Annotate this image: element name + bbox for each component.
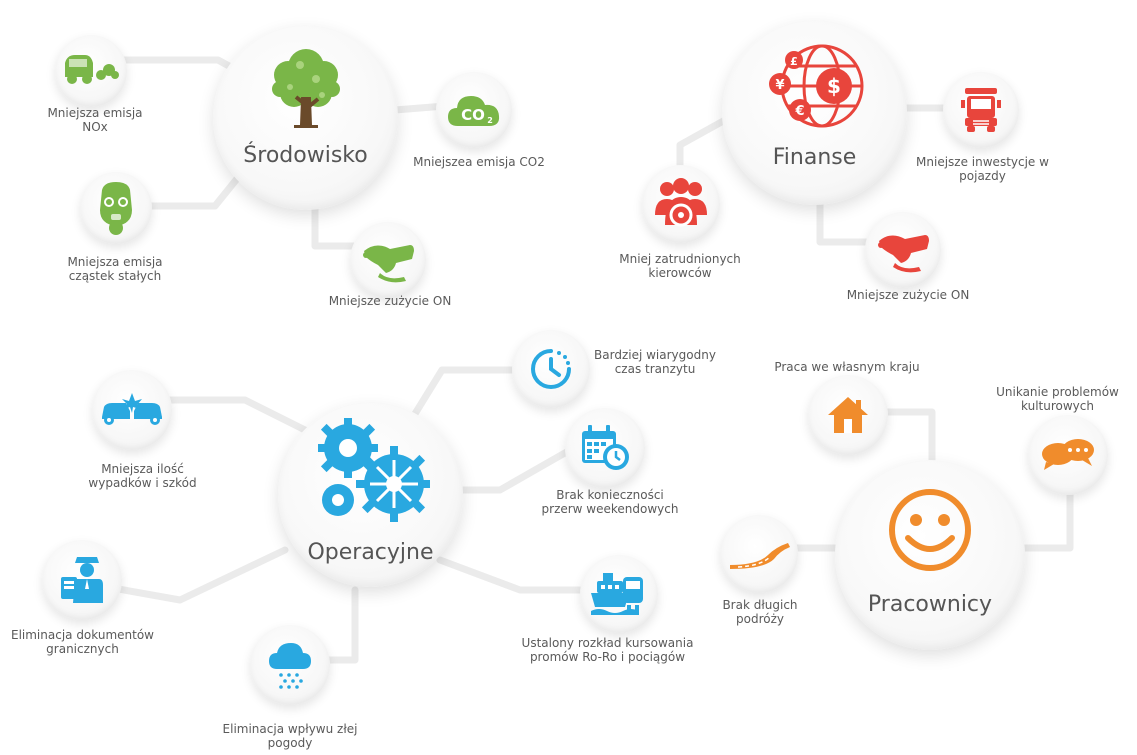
svg-text:£: £ [790,55,798,68]
node-vehicles[interactable] [943,72,1019,148]
hub-title: Finanse [772,145,857,170]
label-long-trips: Brak długich podróży [722,598,798,626]
globe-currency-icon: $ £ ¥ € [769,44,864,128]
house-icon [828,397,868,433]
label-drivers: Mniej zatrudnionych kierowców [619,252,741,280]
label-cultural: Unikanie problemów kulturowych [996,385,1119,413]
node-drivers[interactable] [642,165,720,243]
node-weather[interactable] [250,625,330,705]
fuel-nozzle-icon [363,245,414,283]
hub-operacyjne[interactable]: Operacyjne [278,402,463,587]
label-nox: Mniejsza emisja NOx [47,106,143,134]
hub-pracownicy[interactable]: Pracownicy [835,460,1025,650]
node-fuel-fin[interactable] [865,212,941,288]
node-accidents[interactable] [92,370,172,450]
label-particles: Mniejsza emisja cząstek stałych [67,255,163,283]
fuel-nozzle-icon [878,235,929,273]
hub-srodowisko[interactable]: Środowisko [213,25,398,210]
label-fuel-fin: Mniejsze zużycie ON [846,288,970,302]
svg-text:€: € [794,104,804,119]
drivers-group-icon [655,178,707,227]
label-weather: Eliminacja wpływu złej pogody [222,722,358,750]
svg-text:2: 2 [487,116,493,125]
car-crash-icon [102,393,162,425]
smiley-icon [889,489,971,571]
node-border-docs[interactable] [42,540,122,620]
node-fuel-env[interactable] [350,222,426,298]
svg-text:$: $ [827,74,841,98]
node-home[interactable] [808,375,888,455]
ferry-train-icon [591,573,643,615]
car-exhaust-icon [65,55,119,84]
svg-text:¥: ¥ [775,78,784,93]
speech-bubbles-icon [1042,439,1094,470]
calendar-clock-icon [582,425,629,470]
node-cultural[interactable] [1028,415,1108,495]
label-border-docs: Eliminacja dokumentów granicznych [10,628,154,656]
gears-icon [318,418,430,522]
co2-cloud-icon: CO 2 [448,96,500,126]
node-co2[interactable]: CO 2 [436,72,512,148]
node-nox[interactable] [55,35,127,107]
hub-title: Środowisko [243,143,368,168]
node-long-trips[interactable] [720,515,798,593]
node-ferry[interactable] [580,555,658,633]
label-accidents: Mniejsza ilość wypadków i szkód [88,462,197,490]
tree-icon [272,49,340,128]
label-weekend: Brak konieczności przerw weekendowych [541,488,679,516]
hub-title: Operacyjne [307,540,434,565]
road-icon [730,543,790,569]
hub-finanse[interactable]: $ £ ¥ € Finanse [722,20,907,205]
label-home: Praca we własnym kraju [774,360,920,374]
label-transit: Bardziej wiarygodny czas tranzytu [594,348,716,376]
gas-mask-icon [100,182,132,235]
label-co2: Mniejszea emisja CO2 [413,155,545,169]
svg-text:CO: CO [461,106,485,124]
label-vehicles: Mniejsze inwestycje w pojazdy [916,155,1049,183]
node-particles[interactable] [80,172,152,244]
rain-cloud-icon [269,643,311,689]
label-ferry: Ustalony rozkład kursowania promów Ro-Ro… [521,636,694,664]
hub-title: Pracownicy [867,592,993,617]
clock-icon [531,349,571,389]
customs-officer-icon [61,557,103,603]
truck-icon [961,88,1001,132]
node-transit[interactable] [512,330,590,408]
label-fuel-env: Mniejsze zużycie ON [328,294,452,308]
node-weekend[interactable] [565,408,645,488]
